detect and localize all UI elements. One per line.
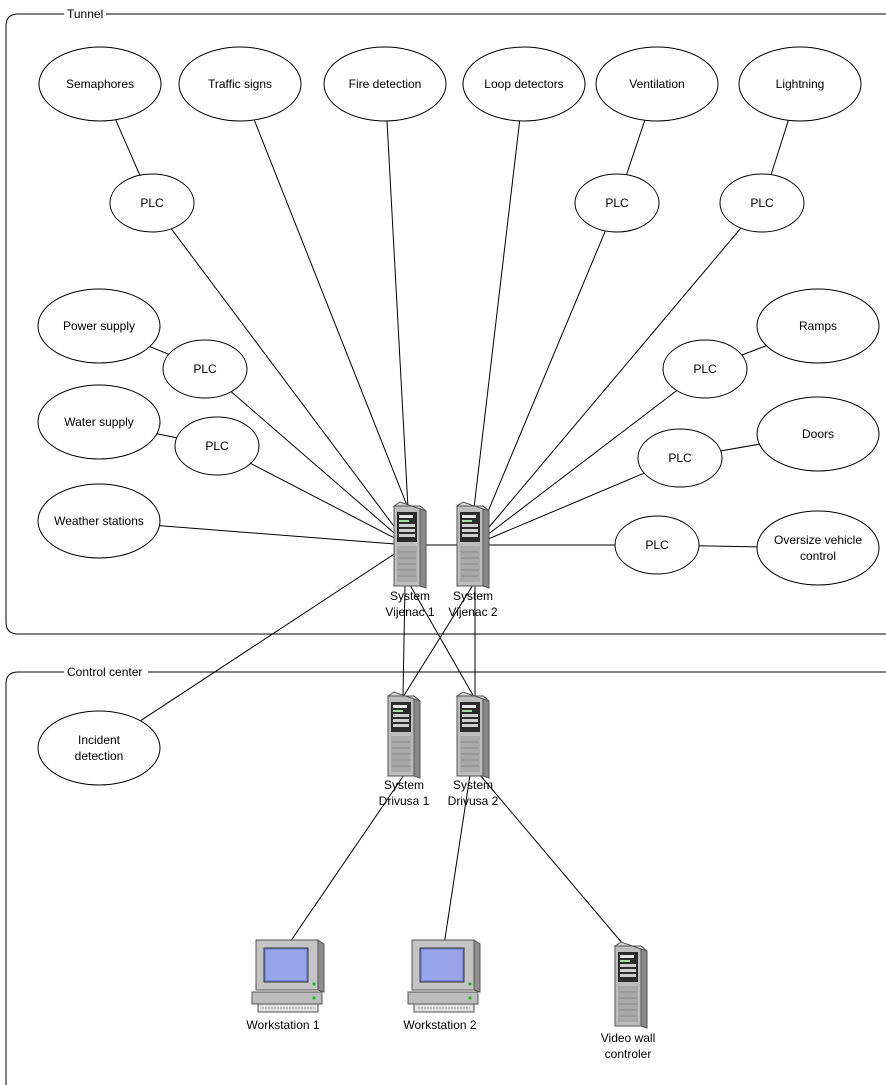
workstation-1-label: Workstation 1 [246, 1018, 319, 1032]
connection-line [98, 544, 409, 749]
connection-line [287, 774, 405, 946]
node-plc-semaphores: PLC [109, 173, 195, 233]
connection-line [473, 83, 525, 509]
node-traffic-signs-label: Traffic signs [208, 77, 272, 91]
node-plc-semaphores-label: PLC [140, 196, 164, 210]
video-wall-label-line1: Video wall [601, 1031, 655, 1045]
node-plc-power: PLC [162, 339, 248, 399]
node-semaphores-label: Semaphores [66, 77, 134, 91]
video-wall-controller: Video wall controler [601, 941, 655, 1061]
computer-icon [407, 939, 481, 1013]
server-icon [387, 691, 421, 779]
node-power-supply-label: Power supply [63, 319, 135, 333]
computer-icon [251, 939, 325, 1013]
connection-line [384, 83, 409, 509]
node-weather-stations-label: Weather stations [54, 514, 144, 528]
server-icon [456, 501, 490, 589]
node-loop-detectors: Loop detectors [462, 46, 586, 122]
connection-line [473, 202, 618, 546]
server-vijenac-2: System Vijenac 2 [448, 501, 498, 619]
workstation-2-label: Workstation 2 [403, 1018, 476, 1032]
node-weather-stations: Weather stations [37, 483, 161, 559]
node-ventilation: Ventilation [595, 46, 719, 122]
node-fire-detection: Fire detection [323, 46, 447, 122]
server-drivusa-2-label-line2: Drivusa 2 [448, 794, 499, 808]
node-plc-doors-label: PLC [668, 451, 692, 465]
connection-line [402, 584, 474, 698]
node-plc-lightning: PLC [719, 173, 805, 233]
node-lightning: Lightning [738, 46, 862, 122]
node-plc-water-label: PLC [205, 439, 229, 453]
workstation-1: Workstation 1 [246, 939, 325, 1032]
node-plc-lightning-label: PLC [750, 196, 774, 210]
node-plc-ventilation: PLC [574, 173, 660, 233]
node-plc-ramps: PLC [662, 339, 748, 399]
node-incident-detection: Incident detection [37, 710, 161, 786]
server-icon [393, 501, 427, 589]
node-power-supply: Power supply [37, 288, 161, 364]
control-center-region-label: Control center [67, 665, 142, 679]
connection-line [239, 83, 409, 509]
node-plc-oversize-label: PLC [645, 538, 669, 552]
server-vijenac-2-label-line2: Vijenac 2 [448, 605, 497, 619]
node-water-supply-label: Water supply [64, 415, 134, 429]
node-oversize-label-line2: control [800, 549, 836, 563]
connection-line [151, 202, 409, 546]
node-water-supply: Water supply [37, 384, 161, 460]
node-traffic-signs: Traffic signs [178, 46, 302, 122]
server-vijenac-2-label-line1: System [453, 589, 493, 603]
server-drivusa-1-label-line1: System [384, 778, 424, 792]
connection-line [443, 774, 471, 946]
video-wall-label-line2: controler [605, 1047, 652, 1061]
tunnel-region-label: Tunnel [67, 7, 103, 21]
node-oversize-label-line1: Oversize vehicle [774, 533, 862, 547]
workstation-2: Workstation 2 [403, 939, 481, 1032]
control-center-region: Control center [5, 664, 886, 1085]
connection-line [473, 202, 763, 546]
node-plc-power-label: PLC [193, 362, 217, 376]
node-lightning-label: Lightning [776, 77, 825, 91]
node-oversize-vehicle-control: Oversize vehicle control [756, 510, 880, 586]
node-ventilation-label: Ventilation [629, 77, 684, 91]
server-icon [614, 941, 648, 1029]
node-fire-detection-label: Fire detection [349, 77, 422, 91]
node-plc-ventilation-label: PLC [605, 196, 629, 210]
node-plc-doors: PLC [637, 428, 723, 488]
node-semaphores: Semaphores [38, 46, 162, 122]
server-vijenac-1-label-line1: System [390, 589, 430, 603]
server-drivusa-2: System Drivusa 2 [448, 691, 499, 808]
server-drivusa-2-label-line1: System [453, 778, 493, 792]
server-vijenac-1-label-line2: Vijenac 1 [385, 605, 434, 619]
node-plc-oversize: PLC [614, 515, 700, 575]
node-doors-label: Doors [802, 427, 834, 441]
node-incident-label-line1: Incident [78, 733, 121, 747]
server-drivusa-1: System Drivusa 1 [379, 691, 430, 808]
node-doors: Doors [756, 396, 880, 472]
tunnel-region: Tunnel [5, 6, 886, 635]
server-drivusa-1-label-line2: Drivusa 1 [379, 794, 430, 808]
server-vijenac-1: System Vijenac 1 [385, 501, 435, 619]
connection-line [473, 368, 706, 546]
node-loop-detectors-label: Loop detectors [484, 77, 563, 91]
connection-line [409, 584, 475, 698]
node-incident-label-line2: detection [75, 749, 124, 763]
node-ramps-label: Ramps [799, 319, 837, 333]
node-plc-ramps-label: PLC [693, 362, 717, 376]
connection-line [402, 584, 406, 698]
server-icon [456, 691, 490, 779]
connection-line [479, 774, 629, 951]
connection-line [204, 368, 409, 546]
node-plc-water: PLC [174, 416, 260, 476]
node-ramps: Ramps [756, 288, 880, 364]
